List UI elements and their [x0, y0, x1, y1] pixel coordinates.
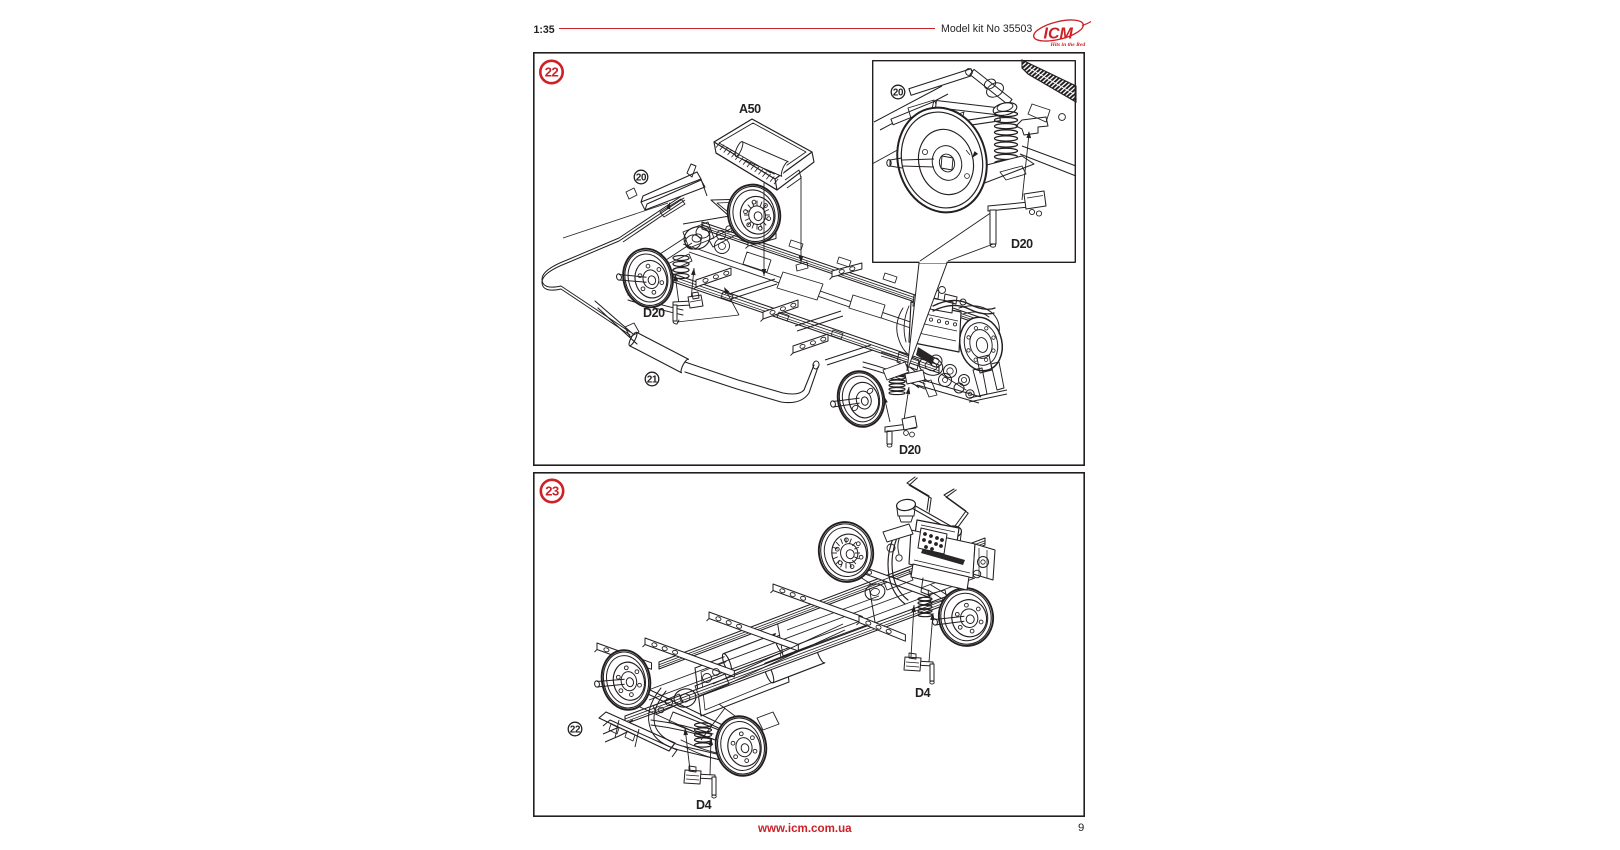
- svg-text:22: 22: [545, 65, 559, 80]
- svg-text:A50: A50: [739, 102, 761, 116]
- svg-text:23: 23: [545, 484, 559, 499]
- svg-text:Hits in the Red: Hits in the Red: [1050, 42, 1086, 48]
- svg-text:D20: D20: [643, 306, 665, 320]
- svg-text:ICM: ICM: [1044, 26, 1074, 43]
- svg-text:D20: D20: [899, 443, 921, 457]
- svg-text:D20: D20: [1011, 237, 1033, 251]
- svg-text:D4: D4: [915, 686, 931, 700]
- svg-text:21: 21: [647, 375, 658, 386]
- svg-text:20: 20: [636, 173, 647, 184]
- svg-text:D4: D4: [696, 798, 712, 812]
- svg-text:20: 20: [893, 88, 904, 99]
- svg-text:22: 22: [570, 725, 581, 736]
